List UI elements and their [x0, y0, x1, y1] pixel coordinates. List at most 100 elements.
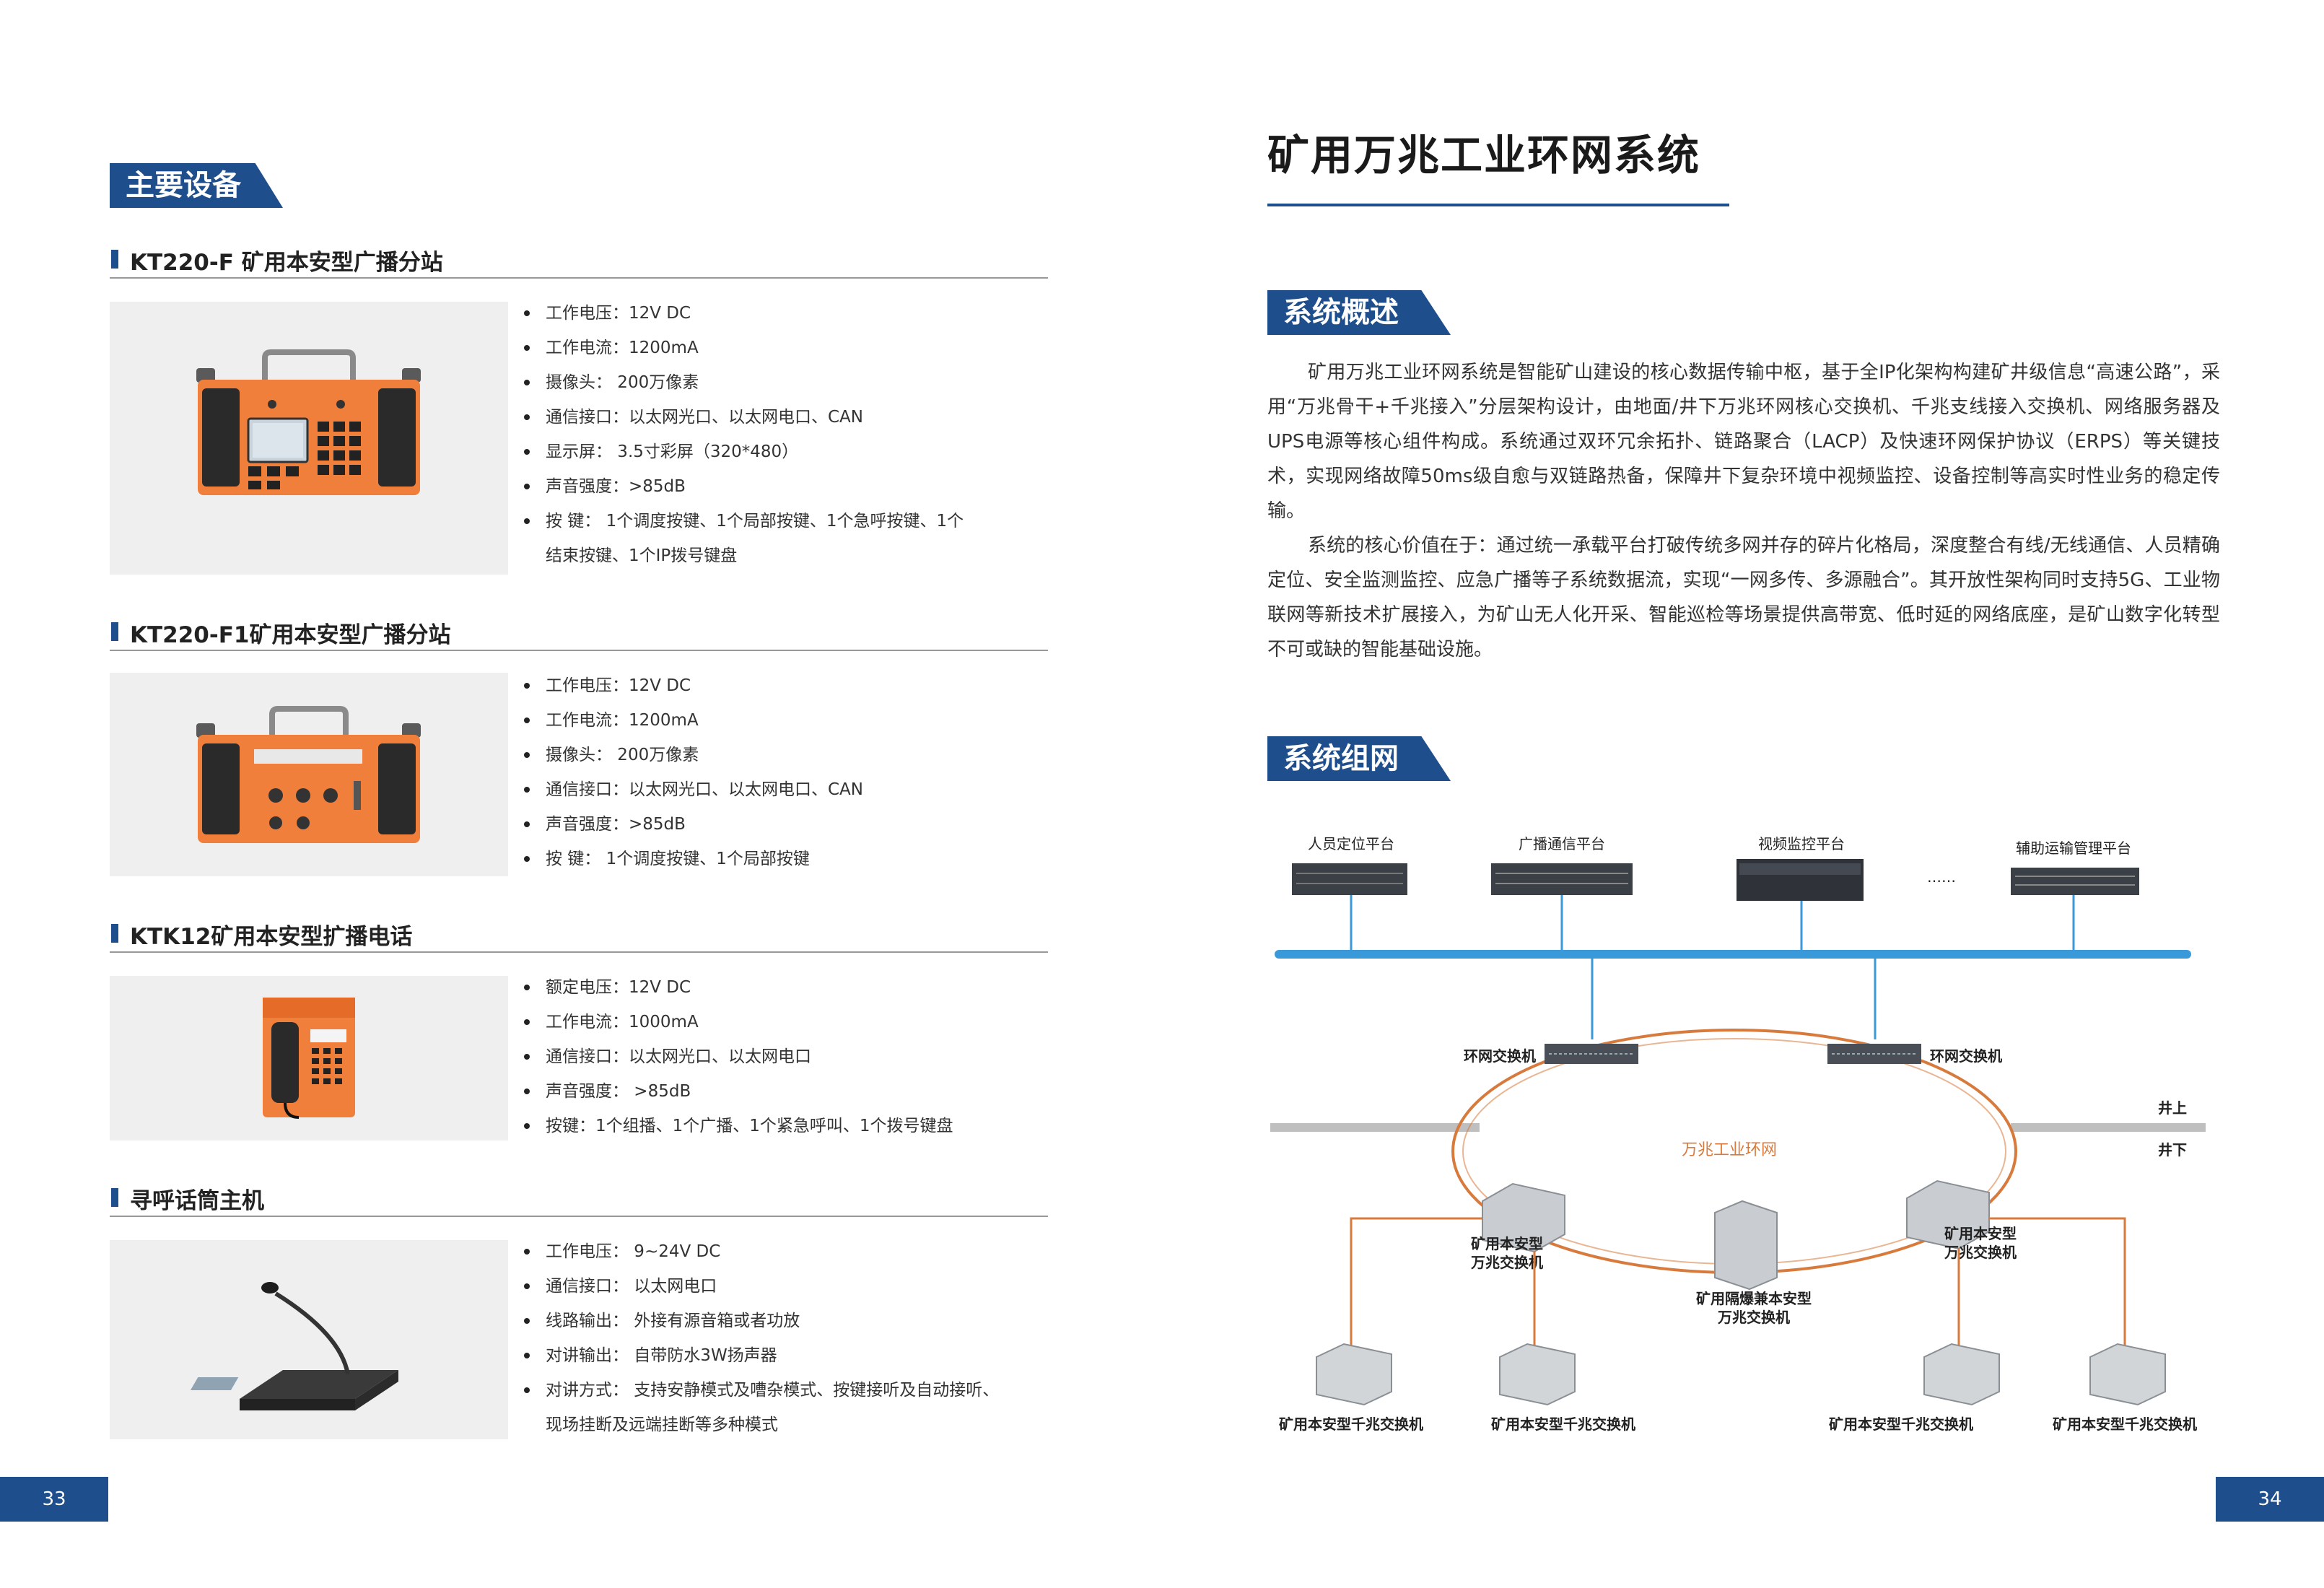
section-title-overview: 系统概述 — [1267, 290, 1451, 335]
overview-paragraph-2: 系统的核心价值在于：通过统一承载平台打破传统多网并存的碎片化格局，深度整合有线/… — [1267, 535, 2220, 660]
spec-item: 工作电压： 9~24V DC — [524, 1234, 1029, 1269]
broadcast-station-device-icon — [196, 349, 421, 495]
svg-text:广播通信平台: 广播通信平台 — [1519, 835, 1605, 852]
spec-item: 工作电流：1000mA — [524, 1005, 1029, 1039]
underground-switch-left: 矿用本安型 万兆交换机 — [1470, 1182, 1565, 1271]
svg-text:辅助运输管理平台: 辅助运输管理平台 — [2016, 839, 2131, 857]
svg-text:矿用隔爆兼本安型: 矿用隔爆兼本安型 — [1696, 1290, 1812, 1307]
spec-item: 工作电流：1200mA — [524, 703, 1029, 738]
platform-broadcast: 广播通信平台 — [1491, 835, 1633, 895]
ring-switch-left: 环网交换机 — [1464, 1044, 1638, 1065]
spec-item: 线路输出： 外接有源音箱或者功放 — [524, 1304, 1029, 1338]
underground-switch-right: 矿用本安型 万兆交换机 — [1906, 1179, 2017, 1261]
spec-item: 声音强度： >85dB — [524, 1074, 1029, 1109]
platform-ellipsis: …… — [1927, 868, 1956, 886]
paging-microphone-icon — [190, 1282, 398, 1410]
svg-text:矿用本安型千兆交换机: 矿用本安型千兆交换机 — [1279, 1415, 1423, 1433]
svg-text:矿用本安型千兆交换机: 矿用本安型千兆交换机 — [1491, 1415, 1635, 1433]
spec-list-ktk12: 额定电压：12V DC 工作电流：1000mA 通信接口：以太网光口、以太网电口… — [524, 970, 1029, 1143]
spec-item: 工作电压：12V DC — [524, 668, 1029, 703]
label-below-ground: 井下 — [2158, 1141, 2187, 1159]
page-title: 矿用万兆工业环网系统 — [1267, 131, 1701, 180]
section-title-main-equipment: 主要设备 — [110, 163, 283, 208]
left-page: 主要设备 KT220-F 矿用本安型广播分站 工作电压：12V DC 工作电流：… — [0, 163, 1048, 1522]
svg-text:环网交换机: 环网交换机 — [1930, 1047, 2002, 1065]
svg-text:矿用本安型: 矿用本安型 — [1944, 1225, 2017, 1242]
section-title-network: 系统组网 — [1267, 736, 1451, 781]
spec-item: 摄像头： 200万像素 — [524, 738, 1029, 772]
spec-item: 额定电压：12V DC — [524, 970, 1029, 1005]
switch-enclosure-icon — [1906, 1179, 1990, 1250]
product-image-kt220f — [110, 302, 508, 575]
title-marker — [111, 1188, 118, 1207]
product-image-ktk12 — [110, 976, 508, 1140]
right-page: 矿用万兆工业环网系统 系统概述 矿用万兆工业环网系统是智能矿山建设的核心数据传输… — [1162, 0, 2324, 1588]
platform-auxiliary-transport: 辅助运输管理平台 — [2011, 839, 2139, 895]
product-title-kt220f: KT220-F 矿用本安型广播分站 — [110, 241, 1048, 279]
product-image-paging-mic — [110, 1240, 508, 1439]
ring-label: 万兆工业环网 — [1682, 1141, 1777, 1159]
label-above-ground: 井上 — [2158, 1099, 2187, 1117]
svg-text:矿用本安型: 矿用本安型 — [1471, 1235, 1543, 1252]
platform-video-surveillance: 视频监控平台 — [1737, 835, 1864, 901]
spec-item: 工作电流：1200mA — [524, 331, 1029, 365]
ground-line — [2011, 1123, 2206, 1132]
spec-item: 通信接口：以太网光口、以太网电口 — [524, 1039, 1029, 1074]
spec-item: 声音强度：>85dB — [524, 469, 1029, 504]
server-icon — [2011, 868, 2139, 895]
svg-text:环网交换机: 环网交换机 — [1464, 1047, 1536, 1065]
product-title-paging-mic: 寻呼话筒主机 — [110, 1179, 1048, 1217]
spec-list-paging-mic: 工作电压： 9~24V DC 通信接口： 以太网电口 线路输出： 外接有源音箱或… — [524, 1234, 1029, 1442]
title-marker — [111, 924, 118, 943]
broadcast-station-device-icon — [196, 706, 421, 843]
access-switch-1: 矿用本安型千兆交换机 — [1279, 1343, 1423, 1433]
spec-item: 对讲方式： 支持安静模式及嘈杂模式、按键接听及自动接听、 — [524, 1373, 1029, 1408]
title-underline — [1267, 204, 1729, 206]
ring-switch-right: 环网交换机 — [1827, 1044, 2002, 1065]
spec-item: 摄像头： 200万像素 — [524, 365, 1029, 400]
access-switch-4: 矿用本安型千兆交换机 — [2053, 1343, 2197, 1433]
spec-item: 显示屏： 3.5寸彩屏（320*480） — [524, 435, 1029, 469]
spec-item: 对讲输出： 自带防水3W扬声器 — [524, 1338, 1029, 1373]
spec-item: 通信接口：以太网光口、以太网电口、CAN — [524, 400, 1029, 435]
spec-item: 工作电压：12V DC — [524, 296, 1029, 331]
switch-enclosure-icon — [1499, 1343, 1576, 1406]
server-icon — [1491, 863, 1633, 895]
switch-enclosure-icon — [1482, 1182, 1565, 1253]
svg-text:万兆交换机: 万兆交换机 — [1944, 1244, 2017, 1261]
svg-text:万兆交换机: 万兆交换机 — [1717, 1309, 1790, 1326]
explosion-proof-switch-icon — [1714, 1200, 1778, 1291]
product-image-kt220f1 — [110, 673, 508, 876]
spec-list-kt220f1: 工作电压：12V DC 工作电流：1200mA 摄像头： 200万像素 通信接口… — [524, 668, 1029, 876]
spec-item: 按 键： 1个调度按键、1个局部按键 — [524, 842, 1029, 876]
product-title-ktk12: KTK12矿用本安型扩播电话 — [110, 915, 1048, 953]
spec-item-continued: 现场挂断及远端挂断等多种模式 — [546, 1415, 778, 1434]
page-number: 34 — [2216, 1477, 2324, 1522]
explosion-proof-phone-icon — [263, 998, 355, 1119]
svg-text:视频监控平台: 视频监控平台 — [1758, 835, 1845, 852]
spec-item: 通信接口：以太网光口、以太网电口、CAN — [524, 772, 1029, 807]
switch-enclosure-icon — [2089, 1343, 2166, 1406]
spec-item: 按键：1个组播、1个广播、1个紧急呼叫、1个拨号键盘 — [524, 1109, 1029, 1143]
server-icon — [1292, 863, 1407, 895]
access-switch-2: 矿用本安型千兆交换机 — [1491, 1343, 1635, 1433]
spec-item-continued: 结束按键、1个IP拨号键盘 — [546, 546, 738, 565]
product-title-kt220f1: KT220-F1矿用本安型广播分站 — [110, 614, 1048, 651]
spec-list-kt220f: 工作电压：12V DC 工作电流：1200mA 摄像头： 200万像素 通信接口… — [524, 296, 1029, 573]
spec-item: 通信接口： 以太网电口 — [524, 1269, 1029, 1304]
network-diagram: 人员定位平台 广播通信平台 视频监控平台 …… 辅助运输管理平台 — [1270, 835, 2206, 1433]
svg-text:矿用本安型千兆交换机: 矿用本安型千兆交换机 — [2053, 1415, 2197, 1433]
switch-enclosure-icon — [1923, 1343, 2000, 1406]
ground-line — [1270, 1123, 1480, 1132]
title-marker — [111, 622, 118, 641]
title-marker — [111, 250, 118, 269]
spec-item: 声音强度：>85dB — [524, 807, 1029, 842]
spec-item: 按 键： 1个调度按键、1个局部按键、1个急呼按键、1个 — [524, 504, 1029, 538]
underground-switch-center: 矿用隔爆兼本安型 万兆交换机 — [1696, 1200, 1812, 1326]
access-switch-3: 矿用本安型千兆交换机 — [1829, 1343, 2000, 1433]
page-number: 33 — [0, 1477, 108, 1522]
platform-personnel-location: 人员定位平台 — [1292, 835, 1407, 895]
svg-text:矿用本安型千兆交换机: 矿用本安型千兆交换机 — [1829, 1415, 1973, 1433]
svg-text:人员定位平台: 人员定位平台 — [1308, 835, 1394, 852]
svg-text:万兆交换机: 万兆交换机 — [1470, 1254, 1543, 1271]
